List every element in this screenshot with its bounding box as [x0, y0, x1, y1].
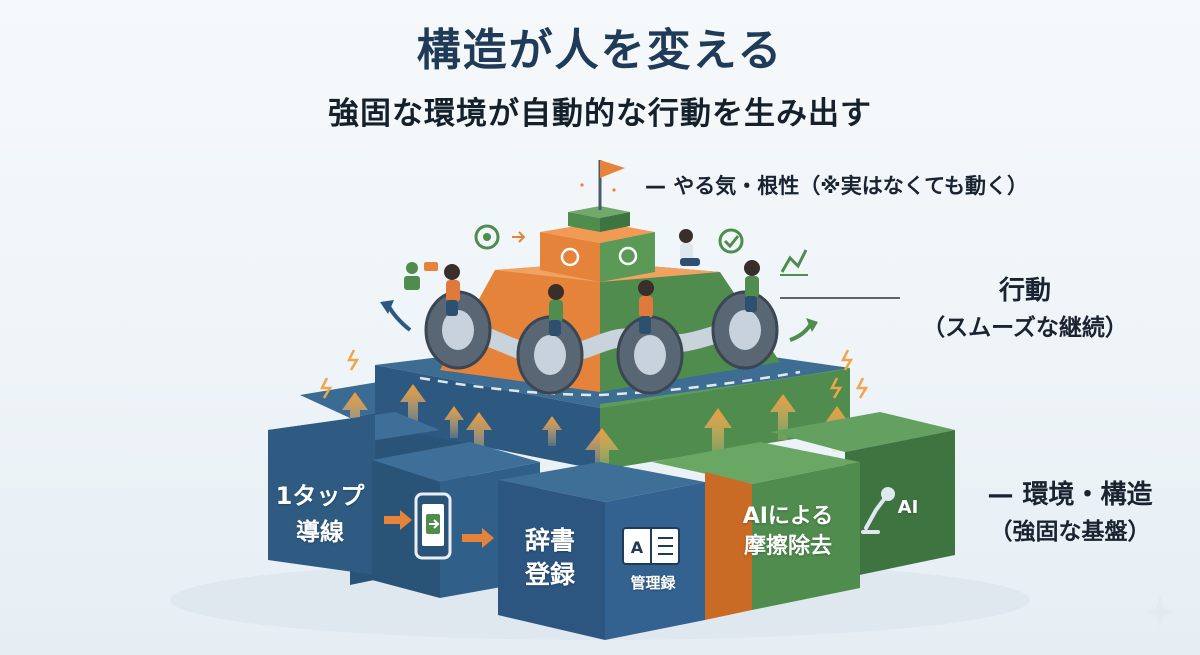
flag-icon — [580, 160, 625, 210]
rider-1 — [444, 264, 460, 316]
block-ai-friction — [652, 442, 860, 620]
top-cube — [540, 206, 655, 282]
rider-3 — [638, 280, 654, 334]
chart-icon — [780, 249, 808, 276]
block-dictionary-line1: 辞書 — [524, 526, 575, 555]
person-chat-icon — [404, 262, 438, 290]
svg-text:A: A — [631, 538, 644, 557]
page-subtitle: 強固な環境が自動的な行動を生み出す — [328, 96, 872, 132]
block-dictionary-line2: 登録 — [524, 559, 575, 589]
sitting-person — [679, 229, 700, 266]
label-motivation: — やる気・根性（※実はなくても動く） — [645, 174, 1029, 198]
page-title: 構造が人を変える — [416, 25, 784, 76]
block-1tap-line2: 導線 — [296, 518, 344, 546]
curved-arrow-left — [386, 304, 412, 332]
label-action-sub: （スムーズな継続） — [922, 315, 1128, 341]
phone-icon — [414, 492, 452, 560]
block-ai-label: AI — [897, 497, 919, 518]
label-action: 行動 （スムーズな継続） — [900, 272, 1150, 346]
block-1tap — [268, 412, 440, 575]
book-icon: A — [622, 527, 680, 565]
label-environment: — 環境・構造 （強固な基盤） — [955, 475, 1185, 551]
label-environment-main: — 環境・構造 — [987, 480, 1153, 510]
block-ai-friction-line2: 摩擦除去 — [743, 533, 832, 559]
block-1tap-text: 1タップ 導線 — [270, 478, 370, 550]
block-1tap-line1: 1タップ — [275, 482, 365, 510]
block-ai-friction-line1: AIによる — [742, 504, 834, 529]
cyclists-group — [424, 229, 779, 395]
sparkle-icon — [1144, 596, 1176, 628]
curved-arrow-right — [789, 320, 814, 342]
block-dictionary-text: 辞書 登録 — [510, 524, 590, 592]
label-action-main: 行動 — [998, 276, 1051, 306]
block-ai-friction-text: AIによる 摩擦除去 — [728, 502, 848, 561]
back-right-green-block — [770, 412, 955, 578]
book-label: 管理録 — [630, 574, 676, 592]
rider-2 — [548, 284, 564, 336]
right-arrow-1 — [384, 510, 412, 530]
label-environment-sub: （強固な基盤） — [989, 519, 1151, 546]
spark-marks — [319, 349, 869, 399]
check-icon — [718, 228, 744, 254]
rider-4 — [744, 260, 760, 312]
right-arrow-2 — [462, 528, 494, 548]
robot-arm-icon — [861, 487, 895, 534]
target-icon — [474, 224, 526, 250]
